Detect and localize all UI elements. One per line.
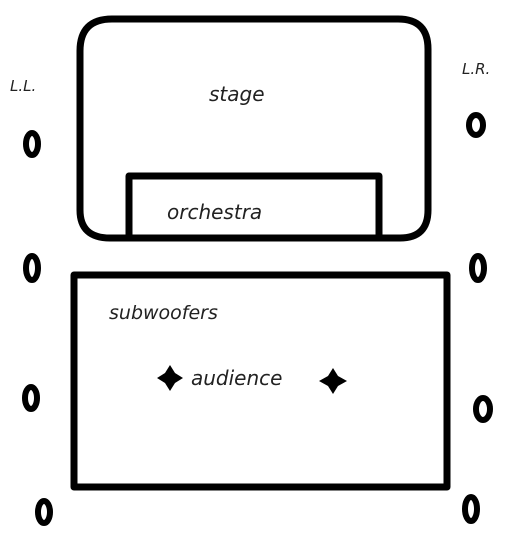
subwoofers-label: subwoofers xyxy=(109,302,218,324)
speaker-right-3 xyxy=(473,395,493,423)
speaker-right-1 xyxy=(466,112,486,138)
audience-area xyxy=(70,271,451,491)
orchestra-pit xyxy=(125,172,383,242)
orchestra-label: orchestra xyxy=(167,200,262,224)
speaker-left-2 xyxy=(23,253,41,283)
left-corner-label: L.L. xyxy=(10,77,36,95)
subwoofer-marker-left xyxy=(157,365,183,391)
audience-label: audience xyxy=(191,366,282,390)
speaker-left-4 xyxy=(35,498,53,526)
speaker-left-1 xyxy=(23,130,41,158)
subwoofer-marker-right xyxy=(319,368,347,394)
speaker-right-4 xyxy=(462,494,480,524)
right-corner-label: L.R. xyxy=(462,60,490,78)
stage-label: stage xyxy=(209,82,265,106)
speaker-left-3 xyxy=(22,384,40,412)
speaker-right-2 xyxy=(469,253,487,283)
stage-outline xyxy=(76,15,432,242)
